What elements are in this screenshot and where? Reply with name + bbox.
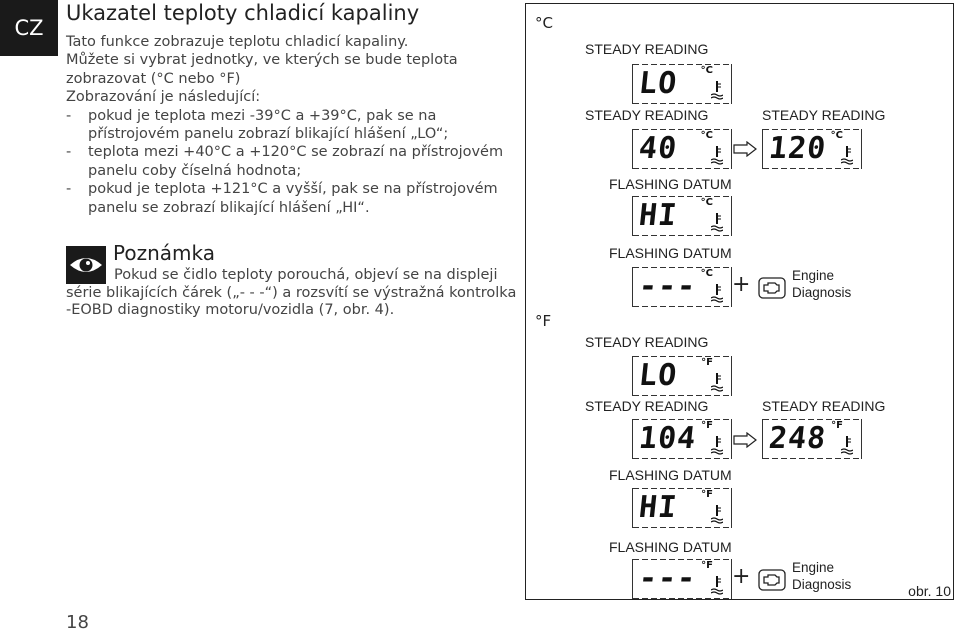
- list-item-text: teplota mezi +40°C a +120°C se zobrazí n…: [88, 144, 504, 179]
- display-dash-fahrenheit: --- °F: [632, 559, 732, 599]
- list-item: - pokud je teplota +121°C a vyšší, pak s…: [66, 180, 516, 217]
- thermometer-icon: [711, 436, 723, 455]
- list-item-text: pokud je teplota mezi -39°C a +39°C, pak…: [88, 107, 449, 143]
- display-unit: °C: [700, 130, 713, 141]
- celsius-unit-label: °C: [535, 14, 553, 32]
- note-text: Pokud se čidlo teploty porouchá, objeví …: [66, 267, 517, 319]
- steady-reading-label: STEADY READING: [585, 41, 709, 57]
- thermometer-icon: [711, 284, 723, 303]
- body-text: Tato funkce zobrazuje teplotu chladicí k…: [66, 33, 516, 217]
- display-lo-fahrenheit: LO °F: [632, 356, 732, 396]
- steady-reading-label: STEADY READING: [585, 107, 709, 123]
- display-value: LO: [637, 66, 680, 101]
- display-value: HI: [637, 490, 680, 525]
- list-dash: -: [66, 107, 72, 124]
- display-104-fahrenheit: 104 °F: [632, 419, 732, 459]
- flashing-datum-label: FLASHING DATUM: [609, 467, 732, 483]
- arrow-right-icon: [733, 432, 757, 448]
- paragraph: Zobrazování je následující:: [66, 89, 261, 106]
- thermometer-icon: [841, 436, 853, 455]
- display-unit: °C: [830, 130, 843, 141]
- display-value: ---: [637, 561, 699, 596]
- steady-reading-label: STEADY READING: [585, 398, 709, 414]
- arrow-right-icon: [733, 141, 757, 157]
- list-item-text: pokud je teplota +121°C a vyšší, pak se …: [88, 181, 498, 216]
- display-40-celsius: 40 °C: [632, 129, 732, 169]
- display-value: 120: [767, 131, 829, 166]
- eye-icon: [66, 246, 106, 284]
- thermometer-icon: [711, 373, 723, 392]
- display-value: 104: [637, 421, 699, 456]
- plus-sign: +: [732, 272, 751, 297]
- fahrenheit-unit-label: °F: [535, 312, 552, 330]
- engine-icon: [758, 569, 786, 591]
- engine-diagnosis-text: Engine Diagnosis: [792, 267, 851, 301]
- display-hi-fahrenheit: HI °F: [632, 488, 732, 528]
- display-248-fahrenheit: 248 °F: [762, 419, 862, 459]
- display-unit: °F: [701, 420, 713, 431]
- display-unit: °C: [700, 197, 713, 208]
- figure-panel: °C STEADY READING LO °C STEADY READING 4…: [525, 3, 954, 600]
- display-value: LO: [637, 358, 680, 393]
- display-value: 248: [767, 421, 829, 456]
- display-lo-celsius: LO °C: [632, 64, 732, 104]
- engine-diagnosis-text: Engine Diagnosis: [792, 559, 851, 593]
- diagnosis-label: Diagnosis: [792, 285, 852, 300]
- engine-icon: [758, 277, 786, 299]
- display-120-celsius: 120 °C: [762, 129, 862, 169]
- display-unit: °F: [701, 560, 713, 571]
- steady-reading-label: STEADY READING: [762, 398, 886, 414]
- display-unit: °F: [831, 420, 843, 431]
- display-hi-celsius: HI °C: [632, 196, 732, 236]
- list-dash: -: [66, 144, 72, 161]
- display-value: 40: [637, 131, 680, 166]
- language-badge: CZ: [0, 0, 58, 56]
- flashing-datum-label: FLASHING DATUM: [609, 176, 732, 192]
- plus-sign: +: [732, 564, 751, 589]
- note-title: Poznámka: [113, 241, 215, 265]
- display-unit: °C: [700, 268, 713, 279]
- steady-reading-label: STEADY READING: [585, 334, 709, 350]
- engine-label: Engine: [792, 268, 835, 283]
- display-unit: °F: [701, 357, 713, 368]
- thermometer-icon: [711, 576, 723, 595]
- display-value: HI: [637, 198, 680, 233]
- display-unit: °F: [701, 489, 713, 500]
- display-dash-celsius: --- °C: [632, 267, 732, 307]
- thermometer-icon: [711, 146, 723, 165]
- page-number: 18: [66, 612, 89, 633]
- list-dash: -: [66, 181, 72, 198]
- paragraph: Můžete si vybrat jednotky, ve kterých se…: [66, 52, 458, 87]
- display-value: ---: [637, 269, 699, 304]
- engine-label: Engine: [792, 560, 835, 575]
- list-item: - teplota mezi +40°C a +120°C se zobrazí…: [66, 143, 516, 180]
- page-title: Ukazatel teploty chladicí kapaliny: [66, 1, 420, 25]
- thermometer-icon: [711, 213, 723, 232]
- diagnosis-label: Diagnosis: [792, 577, 852, 592]
- flashing-datum-label: FLASHING DATUM: [609, 245, 732, 261]
- steady-reading-label: STEADY READING: [762, 107, 886, 123]
- figure-caption: obr. 10: [908, 583, 951, 599]
- display-unit: °C: [700, 65, 713, 76]
- thermometer-icon: [711, 505, 723, 524]
- list-item: - pokud je teplota mezi -39°C a +39°C, p…: [66, 107, 516, 144]
- thermometer-icon: [841, 146, 853, 165]
- thermometer-icon: [711, 81, 723, 100]
- paragraph: Tato funkce zobrazuje teplotu chladicí k…: [66, 34, 409, 50]
- flashing-datum-label: FLASHING DATUM: [609, 539, 732, 555]
